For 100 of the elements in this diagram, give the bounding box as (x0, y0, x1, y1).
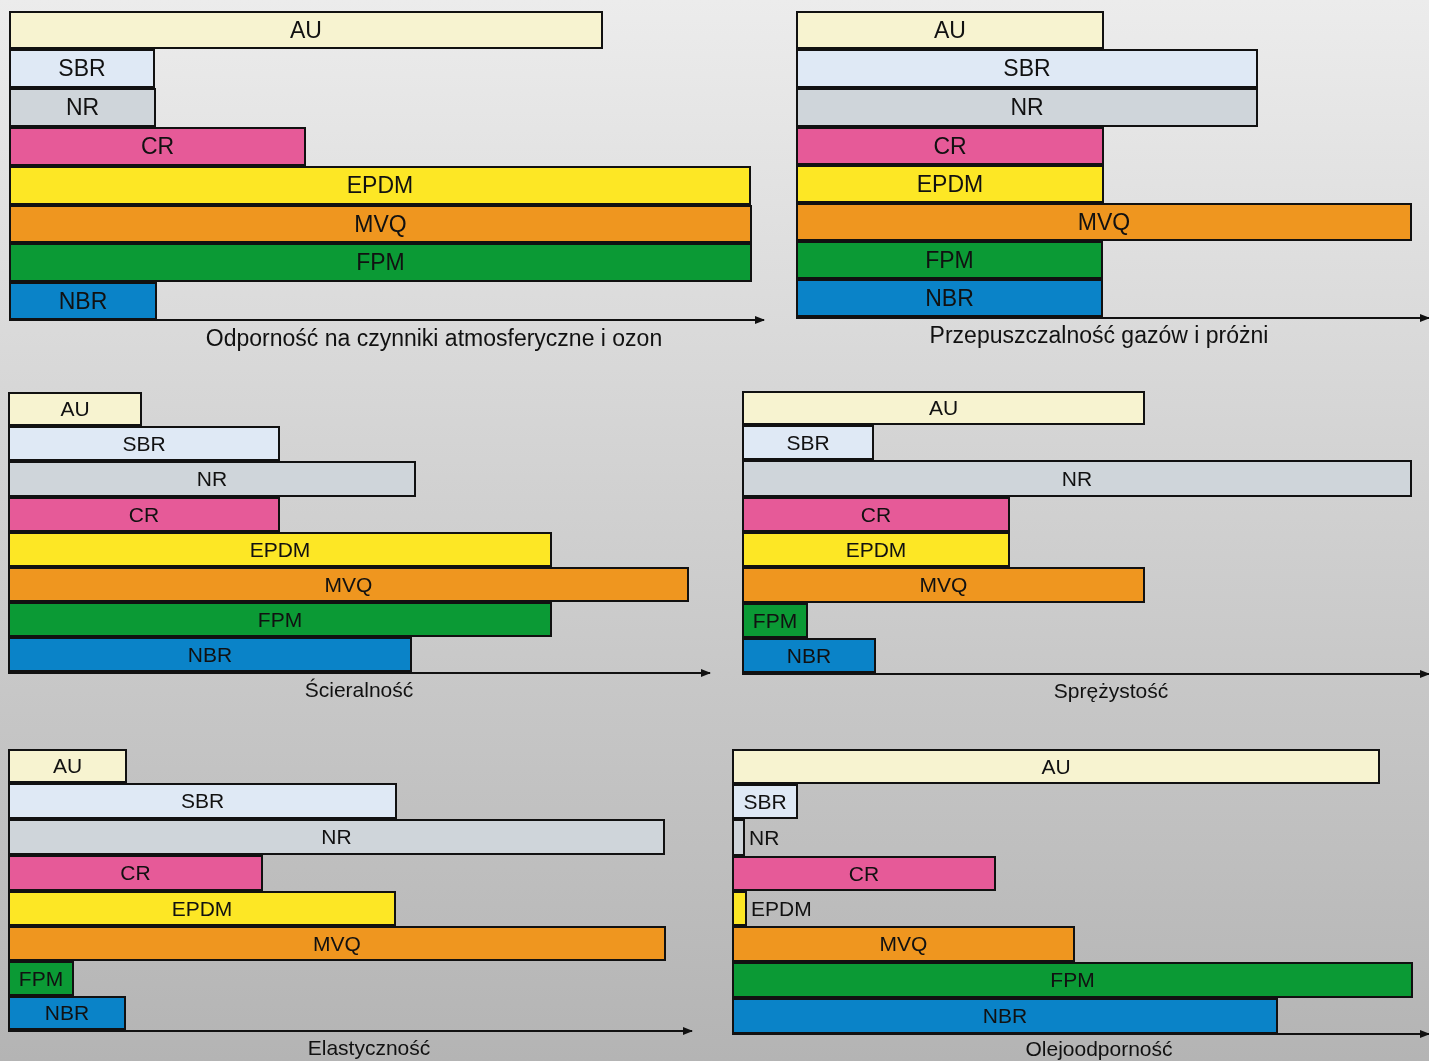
bar (732, 749, 1380, 784)
bar (8, 532, 552, 567)
bar (9, 282, 157, 320)
bar (9, 11, 603, 49)
bar (8, 891, 396, 926)
bar-label: NR (195, 466, 229, 492)
axis-title: Ścieralność (304, 678, 414, 702)
bar-label: CR (932, 131, 968, 161)
bar-label: CR (847, 860, 881, 887)
bar (8, 819, 665, 855)
bar-label: EPDM (915, 169, 985, 199)
bar (8, 961, 74, 996)
bar (742, 425, 874, 460)
bar-label: CR (859, 501, 893, 528)
bar-label: AU (933, 15, 967, 45)
axis-title: Sprężystość (1053, 679, 1169, 703)
bar (796, 279, 1103, 317)
bar (742, 391, 1145, 425)
bar (8, 497, 280, 532)
bar-label: FPM (17, 965, 65, 992)
axis-title: Przepuszczalność gazów i próżni (929, 322, 1269, 349)
bar (742, 567, 1145, 603)
axis-title: Elastyczność (307, 1036, 431, 1060)
bar-label: AU (289, 15, 323, 45)
bar-label: EPDM (170, 895, 234, 922)
bar-label: NR (749, 824, 780, 851)
bar (8, 602, 552, 637)
bar (796, 241, 1103, 279)
bar-label: FPM (751, 607, 799, 634)
bar-label: MVQ (312, 930, 362, 957)
bar (9, 243, 752, 282)
bar-label: MVQ (323, 571, 374, 598)
bar-label: AU (59, 396, 91, 422)
bar-label: EPDM (345, 171, 415, 200)
bar (742, 460, 1412, 497)
bar-label: SBR (742, 788, 788, 815)
bar-label: SBR (179, 788, 226, 814)
bar (732, 784, 798, 819)
bar-label: NBR (981, 1003, 1029, 1029)
bar-label: NBR (186, 641, 234, 668)
bar-label: SBR (785, 429, 831, 456)
bar-label: EPDM (844, 536, 908, 563)
bar (8, 567, 689, 602)
bar-label: FPM (1049, 967, 1096, 993)
bar (9, 205, 752, 243)
bar (8, 461, 416, 497)
bar (8, 426, 280, 461)
bar-label: NBR (57, 286, 109, 316)
bar (742, 532, 1010, 567)
bar-label: CR (127, 501, 161, 528)
bar (8, 392, 142, 426)
bar-label: NR (1060, 465, 1094, 492)
bar (9, 166, 751, 205)
bar (742, 497, 1010, 532)
bar (732, 962, 1413, 998)
bar-label: SBR (57, 54, 107, 83)
bar (732, 856, 996, 891)
bar-label: SBR (121, 430, 167, 457)
bar-label: AU (927, 395, 960, 421)
bar (796, 203, 1412, 241)
bar (8, 996, 126, 1030)
bar-label: NBR (785, 642, 833, 669)
bar-label: CR (119, 860, 152, 886)
bar (796, 49, 1258, 88)
bar-label: SBR (1002, 54, 1052, 83)
bar-label: NBR (43, 1000, 91, 1026)
bar (732, 998, 1278, 1034)
axis-title: Odporność na czynniki atmosferyczne i ozon (205, 325, 663, 352)
bar-label: EPDM (751, 895, 812, 922)
bar (9, 49, 155, 88)
bar-label: FPM (256, 606, 304, 633)
bar-label: MVQ (353, 209, 408, 239)
bar (796, 88, 1258, 127)
bar-label: EPDM (248, 536, 312, 563)
bar (796, 127, 1104, 165)
bar-label: NBR (924, 283, 975, 313)
axis-title: Olejoodporność (1025, 1037, 1173, 1061)
bar-label: MVQ (1076, 207, 1132, 237)
bar (796, 11, 1104, 49)
bar-label: AU (51, 753, 84, 779)
bar-label: FPM (355, 248, 406, 277)
bar-label: FPM (924, 245, 975, 275)
bar (8, 749, 127, 783)
bar (742, 638, 876, 673)
bar-label: CR (139, 132, 176, 161)
bar (8, 637, 412, 672)
bar (732, 926, 1075, 962)
bar (796, 165, 1104, 203)
bar-label: AU (1040, 753, 1072, 780)
bar-label: MVQ (878, 931, 929, 957)
bar-label: NR (320, 824, 353, 850)
bar (9, 127, 306, 166)
bar (742, 603, 808, 638)
bar (8, 855, 263, 891)
bar (8, 926, 666, 961)
bar-label: NR (1009, 93, 1045, 122)
bar-label: MVQ (918, 572, 969, 598)
bar-label: NR (64, 93, 101, 122)
bar (9, 88, 156, 127)
bar (8, 783, 397, 819)
